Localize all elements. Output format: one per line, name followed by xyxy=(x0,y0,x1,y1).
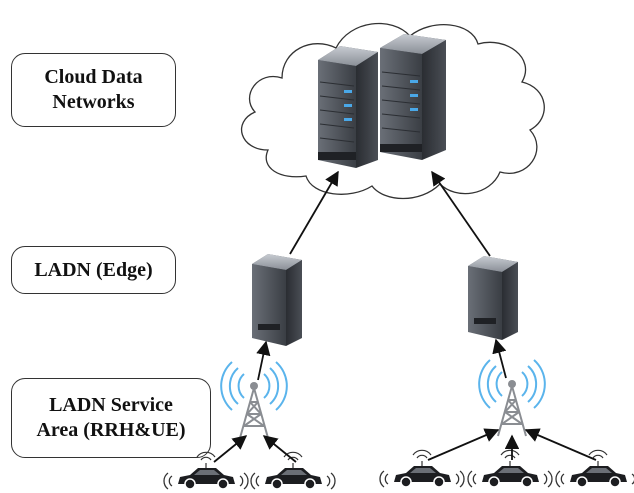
cloud-data-networks-text: Cloud Data Networks xyxy=(44,66,143,113)
arrow-car5-to-rrh2 xyxy=(524,428,597,461)
arrow-edge2-to-cloud xyxy=(431,170,491,257)
car-icon xyxy=(555,449,634,488)
antenna-tower-icon xyxy=(478,359,546,437)
arrow-rrh1-to-edge1 xyxy=(256,340,271,381)
arrow-car3-to-rrh2 xyxy=(427,428,500,461)
edge-server-icon xyxy=(468,256,518,340)
ladn-edge-text: LADN (Edge) xyxy=(34,258,153,281)
car-icon xyxy=(467,449,553,488)
ladn-service-area-label: LADN Service Area (RRH&UE) xyxy=(11,378,211,458)
car-icon xyxy=(379,449,465,488)
arrow-edge1-to-cloud xyxy=(289,170,339,255)
car-icon xyxy=(250,451,336,490)
car-icon xyxy=(163,451,249,490)
data-server-icon xyxy=(318,34,446,168)
arrow-rrh2-to-edge2 xyxy=(492,338,507,379)
arrow-car2-to-rrh1 xyxy=(262,435,297,463)
antenna-tower-icon xyxy=(220,361,288,439)
ladn-edge-label: LADN (Edge) xyxy=(11,246,176,294)
cloud-data-networks-label: Cloud Data Networks xyxy=(11,53,176,127)
edge-server-icon xyxy=(252,254,302,346)
ladn-service-area-text: LADN Service Area (RRH&UE) xyxy=(36,394,186,441)
arrow-car1-to-rrh1 xyxy=(213,435,248,463)
